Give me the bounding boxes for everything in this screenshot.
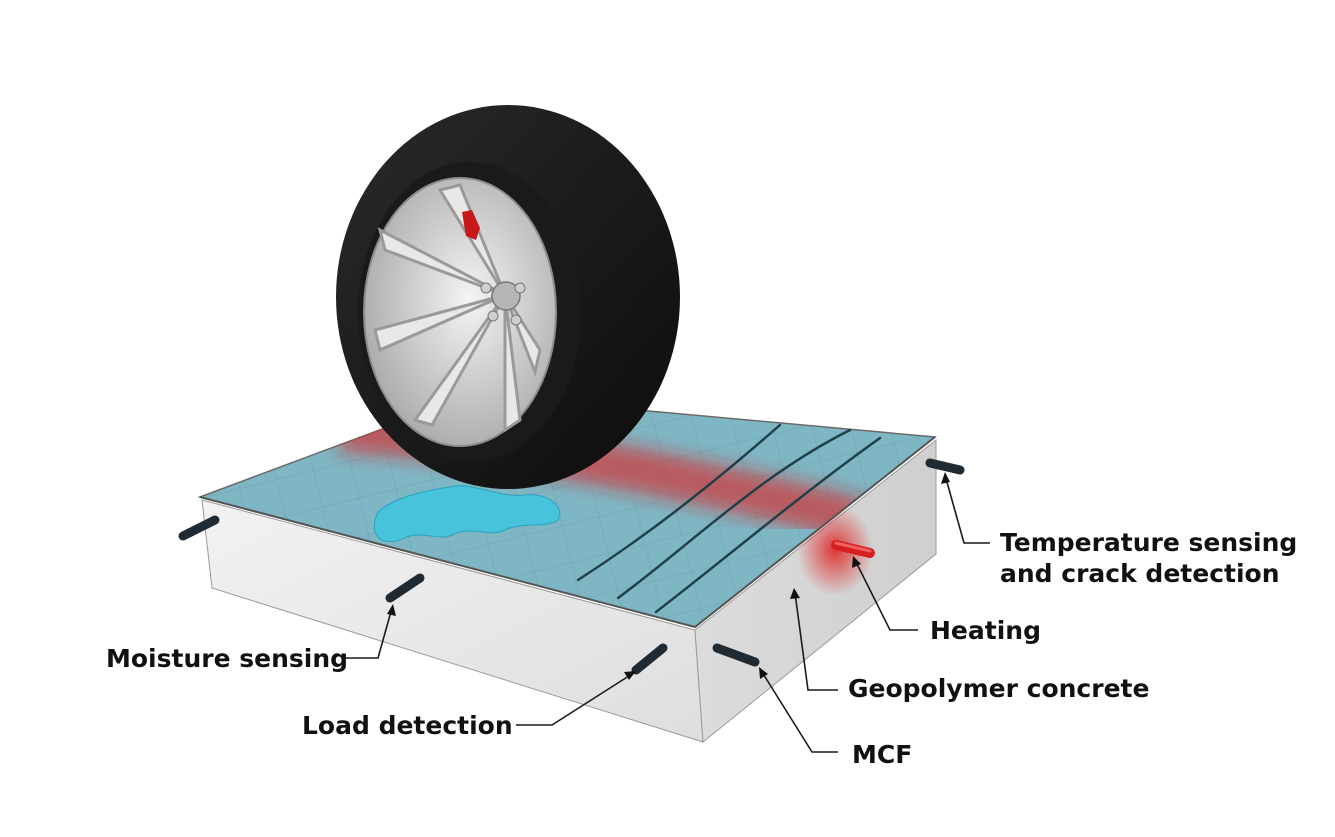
slab-side-face — [694, 438, 937, 743]
label-moisture-sensing: Moisture sensing — [106, 644, 348, 673]
water-puddle — [373, 485, 561, 542]
cracks — [576, 423, 882, 614]
hub — [491, 281, 521, 311]
label-crack-detection: and crack detection — [1000, 559, 1280, 588]
heating-element — [831, 540, 875, 558]
wheel — [336, 105, 680, 489]
brake-caliper — [462, 210, 480, 240]
label-load-detection: Load detection — [302, 711, 513, 740]
fiber-ends — [178, 458, 965, 675]
label-temperature-sensing: Temperature sensing — [1000, 528, 1297, 557]
leader-lines — [342, 472, 990, 753]
label-heating: Heating — [930, 616, 1041, 645]
label-mcf: MCF — [852, 740, 912, 769]
label-geopolymer-concrete: Geopolymer concrete — [848, 674, 1149, 703]
